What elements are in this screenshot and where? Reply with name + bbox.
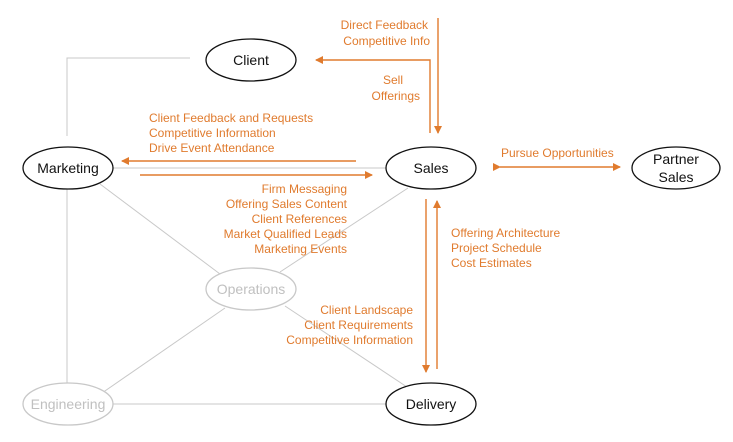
link-engineering-operations [101, 307, 226, 394]
flow-label-firm-messaging: Firm Messaging [262, 182, 347, 196]
flow-label-drive-event-attendance: Drive Event Attendance [149, 141, 275, 155]
partner-sales-label-line1: Partner [653, 151, 699, 167]
link-sales-operations [279, 187, 409, 273]
flow-label-offering-sales-content: Offering Sales Content [226, 197, 348, 211]
flow-label-offerings: Offerings [372, 89, 420, 103]
engineering-label: Engineering [31, 396, 106, 412]
flow-label-direct-feedback: Direct Feedback [341, 18, 429, 32]
partner-sales-ellipse [631, 146, 721, 190]
flow-label-competitive-information-delivery: Competitive Information [286, 333, 413, 347]
connectors [66, 57, 409, 405]
client-label: Client [233, 52, 269, 68]
flow-label-client-requirements: Client Requirements [304, 318, 413, 332]
node-client: Client [205, 38, 297, 82]
delivery-ellipse [385, 382, 477, 426]
marketing-label: Marketing [37, 160, 98, 176]
arrow-client-to-sales [315, 56, 431, 133]
flow-label-client-landscape: Client Landscape [320, 303, 413, 317]
flow-label-client-feedback: Client Feedback and Requests [149, 111, 313, 125]
node-marketing: Marketing [22, 146, 114, 190]
node-sales: Sales [385, 146, 477, 190]
node-operations: Operations [205, 267, 297, 311]
node-delivery: Delivery [385, 382, 477, 426]
marketing-ellipse [22, 146, 114, 190]
flow-label-project-schedule: Project Schedule [451, 241, 542, 255]
flow-label-pursue-opportunities: Pursue Opportunities [501, 146, 614, 160]
link-operations-delivery [284, 305, 408, 388]
flow-label-marketing-events: Marketing Events [254, 242, 347, 256]
engineering-ellipse [22, 382, 114, 426]
operations-ellipse [205, 267, 297, 311]
sales-label: Sales [413, 160, 448, 176]
flow-label-client-references: Client References [252, 212, 347, 226]
flow-arrows [121, 18, 621, 373]
node-partner-sales: Partner Sales [631, 146, 721, 190]
flow-label-competitive-info: Competitive Info [343, 34, 430, 48]
flow-label-offering-architecture: Offering Architecture [451, 226, 560, 240]
flow-label-cost-estimates: Cost Estimates [451, 256, 532, 270]
partner-sales-label-line2: Sales [658, 169, 693, 185]
sales-ellipse [385, 146, 477, 190]
flow-labels: Direct Feedback Competitive Info Sell Of… [149, 18, 614, 347]
client-ellipse [205, 38, 297, 82]
flow-label-competitive-information: Competitive Information [149, 126, 276, 140]
link-marketing-client [66, 57, 190, 136]
link-marketing-operations [99, 183, 221, 275]
operations-label: Operations [217, 281, 285, 297]
flow-label-sell: Sell [383, 73, 403, 87]
delivery-label: Delivery [406, 396, 457, 412]
flow-label-market-qualified-leads: Market Qualified Leads [224, 227, 347, 241]
node-engineering: Engineering [22, 382, 114, 426]
